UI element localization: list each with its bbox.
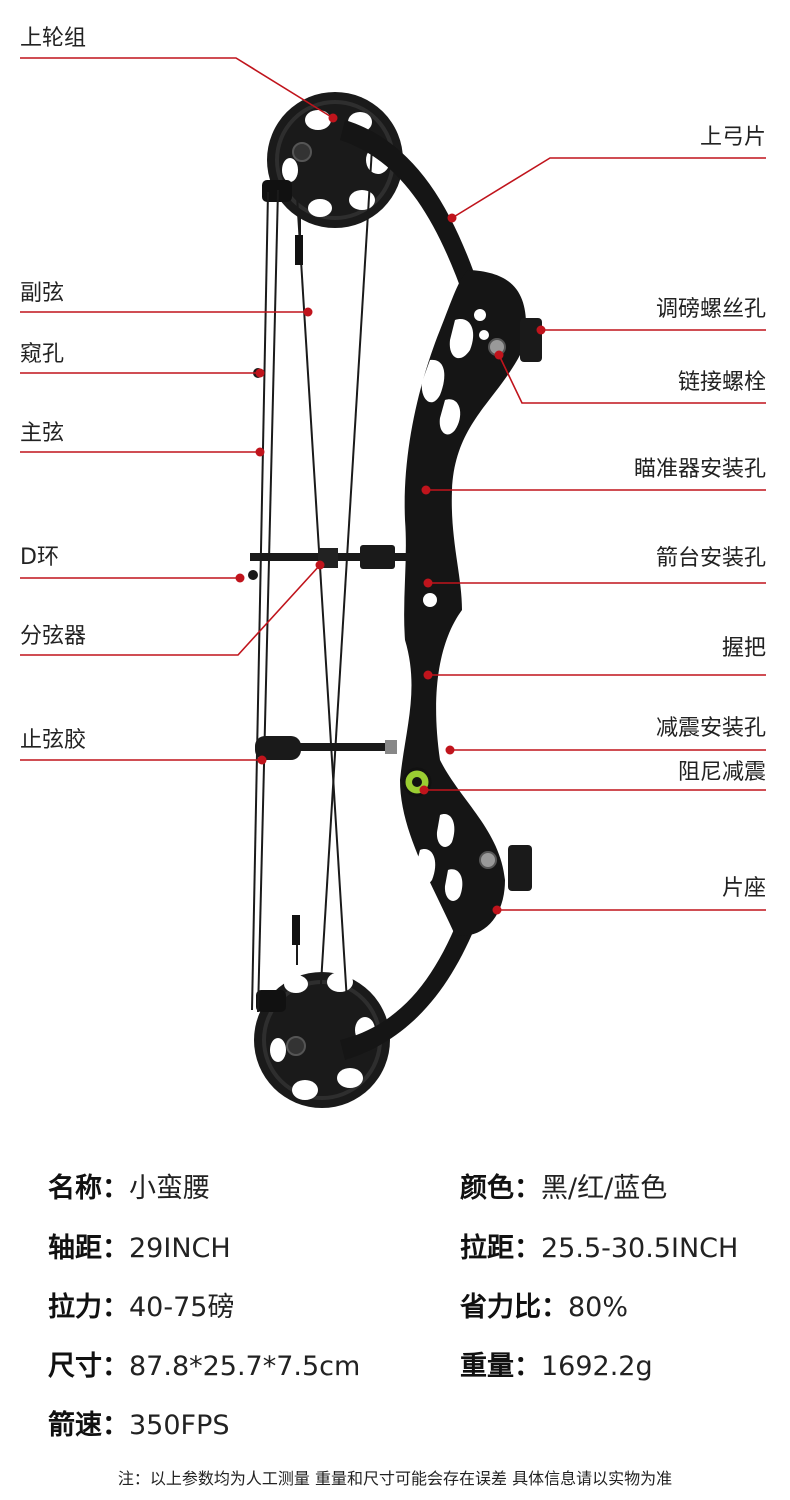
- label-string-stopper: 止弦胶: [20, 728, 87, 753]
- spec-letoff: 省力比：80%: [460, 1292, 629, 1323]
- stopper-rubber: [255, 736, 301, 760]
- spec-weight: 重量：1692.2g: [460, 1351, 653, 1382]
- label-stabilizer-mount-hole: 减震安装孔: [655, 716, 766, 741]
- label-rest-mount-holes: 箭台安装孔: [655, 546, 766, 571]
- label-peep: 窥孔: [20, 342, 65, 367]
- spec-draw-weight: 拉力：40-75磅: [48, 1292, 235, 1323]
- leader-dots: [235, 113, 546, 915]
- label-sight-mount-holes: 瞄准器安装孔: [633, 457, 766, 482]
- label-damper: 阻尼减震: [677, 760, 766, 785]
- label-buss-cable: 副弦: [20, 281, 65, 306]
- spec-speed: 箭速：350FPS: [48, 1410, 230, 1441]
- spec-draw-length: 拉距：25.5-30.5INCH: [460, 1233, 739, 1264]
- spec-size: 尺寸：87.8*25.7*7.5cm: [48, 1351, 361, 1382]
- bow-diagram: [20, 57, 766, 1108]
- label-main-string: 主弦: [20, 421, 65, 446]
- label-upper-limb: 上弓片: [699, 125, 766, 150]
- lower-limb-bolt: [508, 845, 532, 891]
- label-link-bolt: 链接螺栓: [677, 370, 766, 395]
- leader-lines: [20, 57, 766, 911]
- label-draw-weight-bolt-hole: 调磅螺丝孔: [655, 297, 766, 322]
- strings: [251, 147, 373, 1051]
- label-d-loop: D环: [20, 545, 59, 570]
- label-upper-cam: 上轮组: [20, 26, 87, 51]
- lower-cam: [254, 972, 390, 1108]
- upper-limb-bolt: [520, 318, 542, 362]
- upper-cam: [262, 92, 403, 228]
- spec-axle: 轴距：29INCH: [48, 1233, 231, 1264]
- stopper-rod: [300, 743, 390, 751]
- spec-color: 颜色：黑/红/蓝色: [460, 1173, 668, 1204]
- riser: [400, 270, 527, 936]
- label-cable-slide: 分弦器: [20, 624, 87, 649]
- disclaimer-note: 注：以上参数均为人工测量 重量和尺寸可能会存在误差 具体信息请以实物为准: [117, 1469, 673, 1488]
- label-grip: 握把: [721, 636, 766, 661]
- label-limb-pocket: 片座: [721, 876, 766, 901]
- spec-name: 名称：小蛮腰: [48, 1173, 210, 1204]
